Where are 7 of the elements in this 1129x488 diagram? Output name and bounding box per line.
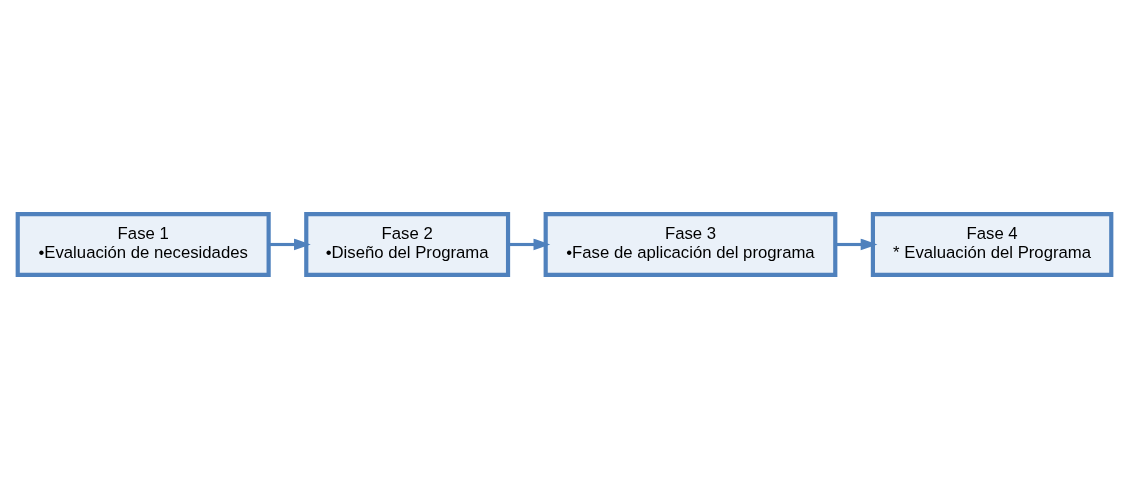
arrow (268, 238, 311, 250)
node-box: Fase 2 •Diseño del Programa (304, 211, 511, 277)
node-box: Fase 3 •Fase de aplicación del programa (543, 211, 838, 277)
node-box: Fase 1 •Evaluación de necesidades (15, 211, 271, 277)
node-box: Fase 4 * Evaluación del Programa (870, 211, 1114, 277)
arrow (508, 238, 551, 250)
arrow (835, 238, 878, 250)
